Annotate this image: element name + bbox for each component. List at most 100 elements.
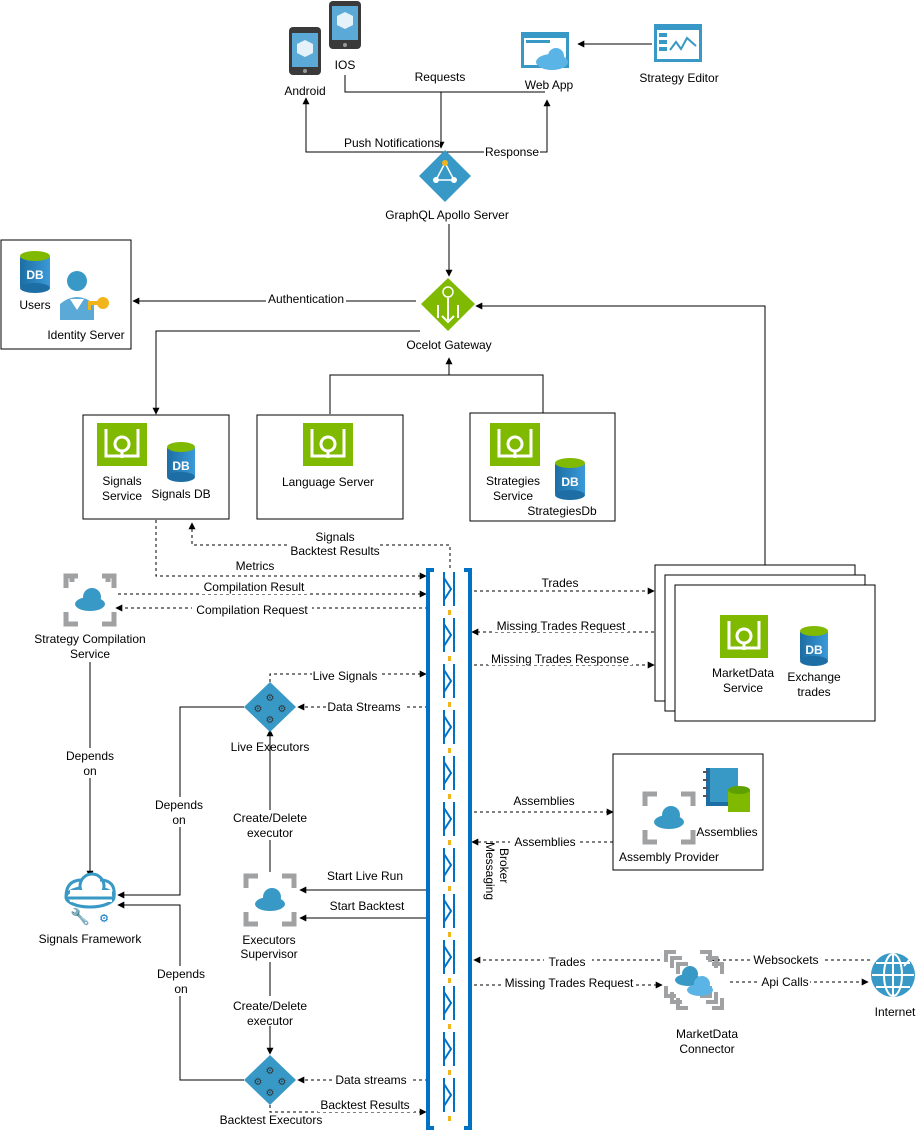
marketdata-connector-icon <box>664 950 724 1010</box>
strategies-service-box[interactable]: Strategies Service DB StrategiesDb <box>469 412 616 522</box>
compilation-request-label: Compilation Request <box>196 603 308 617</box>
identity-server-box[interactable]: DB Users Identity Server <box>0 239 132 350</box>
websockets-label: Websockets <box>753 953 818 967</box>
broker-queue-cell <box>443 572 455 606</box>
assembly-provider-box[interactable]: Assemblies Assembly Provider <box>612 753 764 871</box>
internet-node[interactable]: Internet <box>871 953 916 1019</box>
connector-missing-trades-label: Missing Trades Request <box>505 976 634 990</box>
messaging-broker[interactable]: Messaging Broker <box>426 568 511 1130</box>
broker-queue-cell <box>443 1078 455 1112</box>
executors-supervisor-node[interactable]: Executors Supervisor <box>240 873 298 961</box>
ocelot-gateway-label: Ocelot Gateway <box>406 338 491 352</box>
internet-label: Internet <box>875 1005 916 1019</box>
messaging-broker-label-a: Messaging <box>483 842 497 900</box>
executors-supervisor-label-a: Executors <box>242 933 295 947</box>
create-delete-lower-b: executor <box>247 1014 293 1028</box>
broker-queue-cells <box>443 572 455 1121</box>
create-delete-upper-b: executor <box>247 826 293 840</box>
broker-queue-cell <box>443 894 455 928</box>
identity-server-label: Identity Server <box>47 328 124 342</box>
users-db-icon: DB <box>20 251 50 293</box>
users-db-badge: DB <box>26 268 44 282</box>
live-executors-node[interactable]: ⚙ ⚙ ⚙ ⚙ Live Executors <box>231 682 310 754</box>
ios-label: IOS <box>335 58 356 72</box>
api-calls-label: Api Calls <box>761 975 808 989</box>
backtest-executors-icon <box>244 1055 296 1105</box>
response-label: Response <box>485 145 539 159</box>
depends-on-live-b: on <box>172 813 185 827</box>
gear-icon: ⚙ <box>278 704 287 715</box>
broker-queue-separator <box>448 978 451 983</box>
live-signals-label: Live Signals <box>313 669 378 683</box>
strategy-compilation-node[interactable]: Strategy Compilation Service <box>34 573 146 661</box>
live-signals-arrow <box>269 670 427 682</box>
gear-icon: ⚙ <box>266 1066 275 1077</box>
start-backtest-label: Start Backtest <box>330 899 405 913</box>
push-notifications-arrow <box>302 97 441 153</box>
language-server-box[interactable]: Language Server <box>256 414 404 520</box>
create-delete-lower-a: Create/Delete <box>233 999 307 1013</box>
broker-queue-cell <box>443 940 455 974</box>
edge-labels: Requests Push Notifications Response Aut… <box>64 68 822 1112</box>
data-streams-lower-label: Data streams <box>335 1073 406 1087</box>
metrics-arrow <box>155 520 427 580</box>
backtest-executors-node[interactable]: ⚙ ⚙ ⚙ ⚙ Backtest Executors <box>220 1055 323 1127</box>
identity-person-key-icon <box>60 271 109 320</box>
signals-db-icon: DB <box>167 442 195 482</box>
broker-queue-separator <box>448 610 451 615</box>
ios-webapp-line <box>344 75 545 93</box>
requests-label: Requests <box>415 70 466 84</box>
marketdata-ocelot-arrow <box>475 302 766 566</box>
executors-supervisor-icon <box>243 873 297 927</box>
assemblies-book-db-icon <box>703 768 750 812</box>
wrench-icon: 🔧 <box>70 907 90 926</box>
messaging-broker-label-b: Broker <box>497 848 511 883</box>
signals-framework-icon: 🔧 ⚙ <box>64 872 116 926</box>
signals-service-box[interactable]: Signals Service DB Signals DB <box>82 414 230 520</box>
signals-framework-node[interactable]: 🔧 ⚙ Signals Framework <box>39 872 143 946</box>
gear-icon: ⚙ <box>99 912 109 925</box>
exchange-trades-db-icon: DB <box>800 626 828 666</box>
marketdata-service-label-b: Service <box>723 681 763 695</box>
users-label: Users <box>19 298 50 312</box>
broker-queue-separator <box>448 702 451 707</box>
backtest-executors-label: Backtest Executors <box>220 1113 323 1127</box>
broker-queue-cell <box>443 664 455 698</box>
depends-on-compilation-b: on <box>83 764 96 778</box>
broker-queue-cell <box>443 710 455 744</box>
signals-framework-label: Signals Framework <box>39 932 143 946</box>
missing-trades-response-label: Missing Trades Response <box>491 652 629 666</box>
signals-service-label-b: Service <box>102 489 142 503</box>
ios-node[interactable]: IOS <box>329 1 361 72</box>
graphql-label: GraphQL Apollo Server <box>385 208 509 222</box>
broker-queue-cell <box>443 618 455 652</box>
android-node[interactable]: Android <box>284 27 326 98</box>
depends-on-backtest-a: Depends <box>157 967 205 981</box>
ocelot-gateway-node[interactable]: Ocelot Gateway <box>406 278 492 352</box>
marketdata-connector-label-a: MarketData <box>676 1027 738 1041</box>
marketdata-service-icon <box>720 615 768 658</box>
globe-icon <box>871 953 916 997</box>
response-arrow <box>441 99 551 153</box>
web-app-node[interactable]: Web App <box>521 32 574 92</box>
strategies-db-badge: DB <box>561 475 579 489</box>
gear-icon: ⚙ <box>266 715 275 726</box>
exchange-trades-label-a: Exchange <box>787 670 841 684</box>
metrics-label: Metrics <box>236 559 275 573</box>
broker-queue-separator <box>448 932 451 937</box>
ocelot-signals-arrow <box>152 330 420 415</box>
marketdata-connector-node[interactable]: MarketData Connector <box>664 950 738 1056</box>
marketdata-service-stack[interactable]: MarketData Service DB Exchange trades <box>654 564 876 722</box>
assembly-provider-label: Assembly Provider <box>619 850 719 864</box>
signals-db-label: Signals DB <box>151 487 210 501</box>
marketdata-service-label-a: MarketData <box>712 666 774 680</box>
strategies-service-label-a: Strategies <box>486 474 540 488</box>
broker-queue-cell <box>443 986 455 1020</box>
broker-queue-separator <box>448 1116 451 1121</box>
gear-icon: ⚙ <box>254 704 263 715</box>
broker-queue-separator <box>448 1070 451 1075</box>
exchange-trades-label-b: trades <box>797 685 830 699</box>
graphql-node[interactable]: GraphQL Apollo Server <box>385 150 509 222</box>
assemblies-out-label: Assemblies <box>513 794 574 808</box>
strategy-editor-node[interactable]: Strategy Editor <box>639 24 719 85</box>
